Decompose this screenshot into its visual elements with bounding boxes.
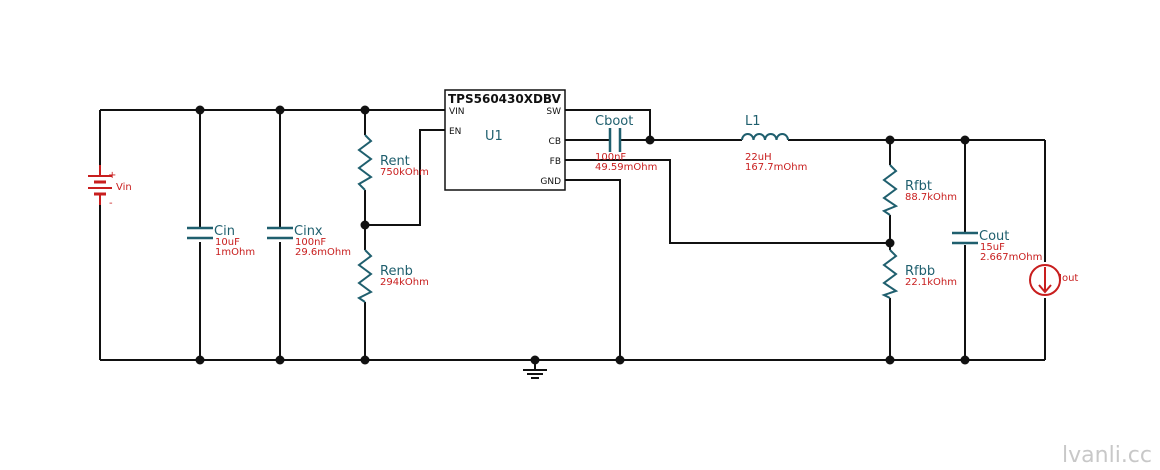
- cboot-esr: 49.59mOhm: [595, 162, 657, 173]
- battery-minus-sign: -: [109, 198, 113, 209]
- ic-reference: U1: [485, 129, 503, 144]
- pin-gnd: GND: [540, 177, 561, 187]
- cin-label: Cin: [214, 224, 235, 239]
- wires: [99, 109, 1046, 370]
- junction-dot: [615, 355, 625, 365]
- ic-u1[interactable]: TPS560430XDBV U1 VIN EN SW CB FB GND: [444, 89, 566, 191]
- junction-dot: [885, 355, 895, 365]
- pin-vin: VIN: [449, 107, 465, 117]
- rfbb-value: 22.1kOhm: [905, 277, 957, 288]
- renb-value: 294kOhm: [380, 277, 429, 288]
- renb-label: Renb: [380, 264, 413, 279]
- rfbt-resistor[interactable]: Rfbt 88.7kOhm: [881, 164, 957, 216]
- cinx-capacitor[interactable]: Cinx 100nF 29.6mOhm: [267, 224, 351, 258]
- rent-label: Rent: [380, 154, 410, 169]
- junction-dot: [360, 220, 370, 230]
- pin-cb: CB: [549, 137, 561, 147]
- l1-value: 22uH: [745, 152, 772, 163]
- junction-dot: [645, 135, 655, 145]
- cout-esr: 2.667mOhm: [980, 252, 1042, 263]
- rfbt-value: 88.7kOhm: [905, 192, 957, 203]
- junction-dot: [960, 135, 970, 145]
- junction-dot: [360, 355, 370, 365]
- l1-dcr: 167.7mOhm: [745, 162, 807, 173]
- cinx-esr: 29.6mOhm: [295, 247, 351, 258]
- cout-value: 15uF: [980, 242, 1005, 253]
- junction-dot: [885, 238, 895, 248]
- junction-dot: [530, 355, 540, 365]
- rfbt-label: Rfbt: [905, 179, 932, 194]
- battery-plus-sign: +: [108, 170, 116, 181]
- cin-esr: 1mOhm: [215, 247, 255, 258]
- cboot-value: 100nF: [595, 152, 626, 163]
- cout-capacitor[interactable]: Cout 15uF 2.667mOhm: [952, 229, 1042, 263]
- cinx-label: Cinx: [294, 224, 323, 239]
- junctions: [195, 105, 970, 365]
- renb-resistor[interactable]: Renb 294kOhm: [357, 249, 429, 303]
- junction-dot: [275, 105, 285, 115]
- cboot-label: Cboot: [595, 114, 633, 129]
- junction-dot: [960, 355, 970, 365]
- rfbb-label: Rfbb: [905, 264, 935, 279]
- l1-label: L1: [745, 114, 761, 129]
- cin-capacitor[interactable]: Cin 10uF 1mOhm: [187, 224, 255, 258]
- cinx-value: 100nF: [295, 237, 326, 248]
- iout-label: Iout: [1059, 273, 1078, 284]
- l1-inductor[interactable]: L1 22uH 167.7mOhm: [741, 114, 807, 173]
- iout-current-source[interactable]: Iout: [1029, 264, 1078, 296]
- junction-dot: [885, 135, 895, 145]
- pin-en: EN: [449, 127, 461, 137]
- junction-dot: [195, 105, 205, 115]
- rent-value: 750kOhm: [380, 167, 429, 178]
- pin-fb: FB: [550, 157, 561, 167]
- cout-label: Cout: [979, 229, 1009, 244]
- cin-value: 10uF: [215, 237, 240, 248]
- vin-battery[interactable]: + - Vin: [88, 165, 132, 209]
- watermark-text: lvanli.cc: [1062, 443, 1152, 468]
- rfbb-resistor[interactable]: Rfbb 22.1kOhm: [881, 249, 957, 299]
- cboot-capacitor[interactable]: Cboot 100nF 49.59mOhm: [595, 114, 657, 173]
- ic-part-number: TPS560430XDBV: [448, 92, 562, 106]
- junction-dot: [360, 105, 370, 115]
- vin-label: Vin: [116, 182, 132, 193]
- junction-dot: [195, 355, 205, 365]
- ground-symbol: [523, 369, 547, 379]
- rent-resistor[interactable]: Rent 750kOhm: [357, 134, 429, 191]
- junction-dot: [275, 355, 285, 365]
- pin-sw: SW: [546, 107, 561, 117]
